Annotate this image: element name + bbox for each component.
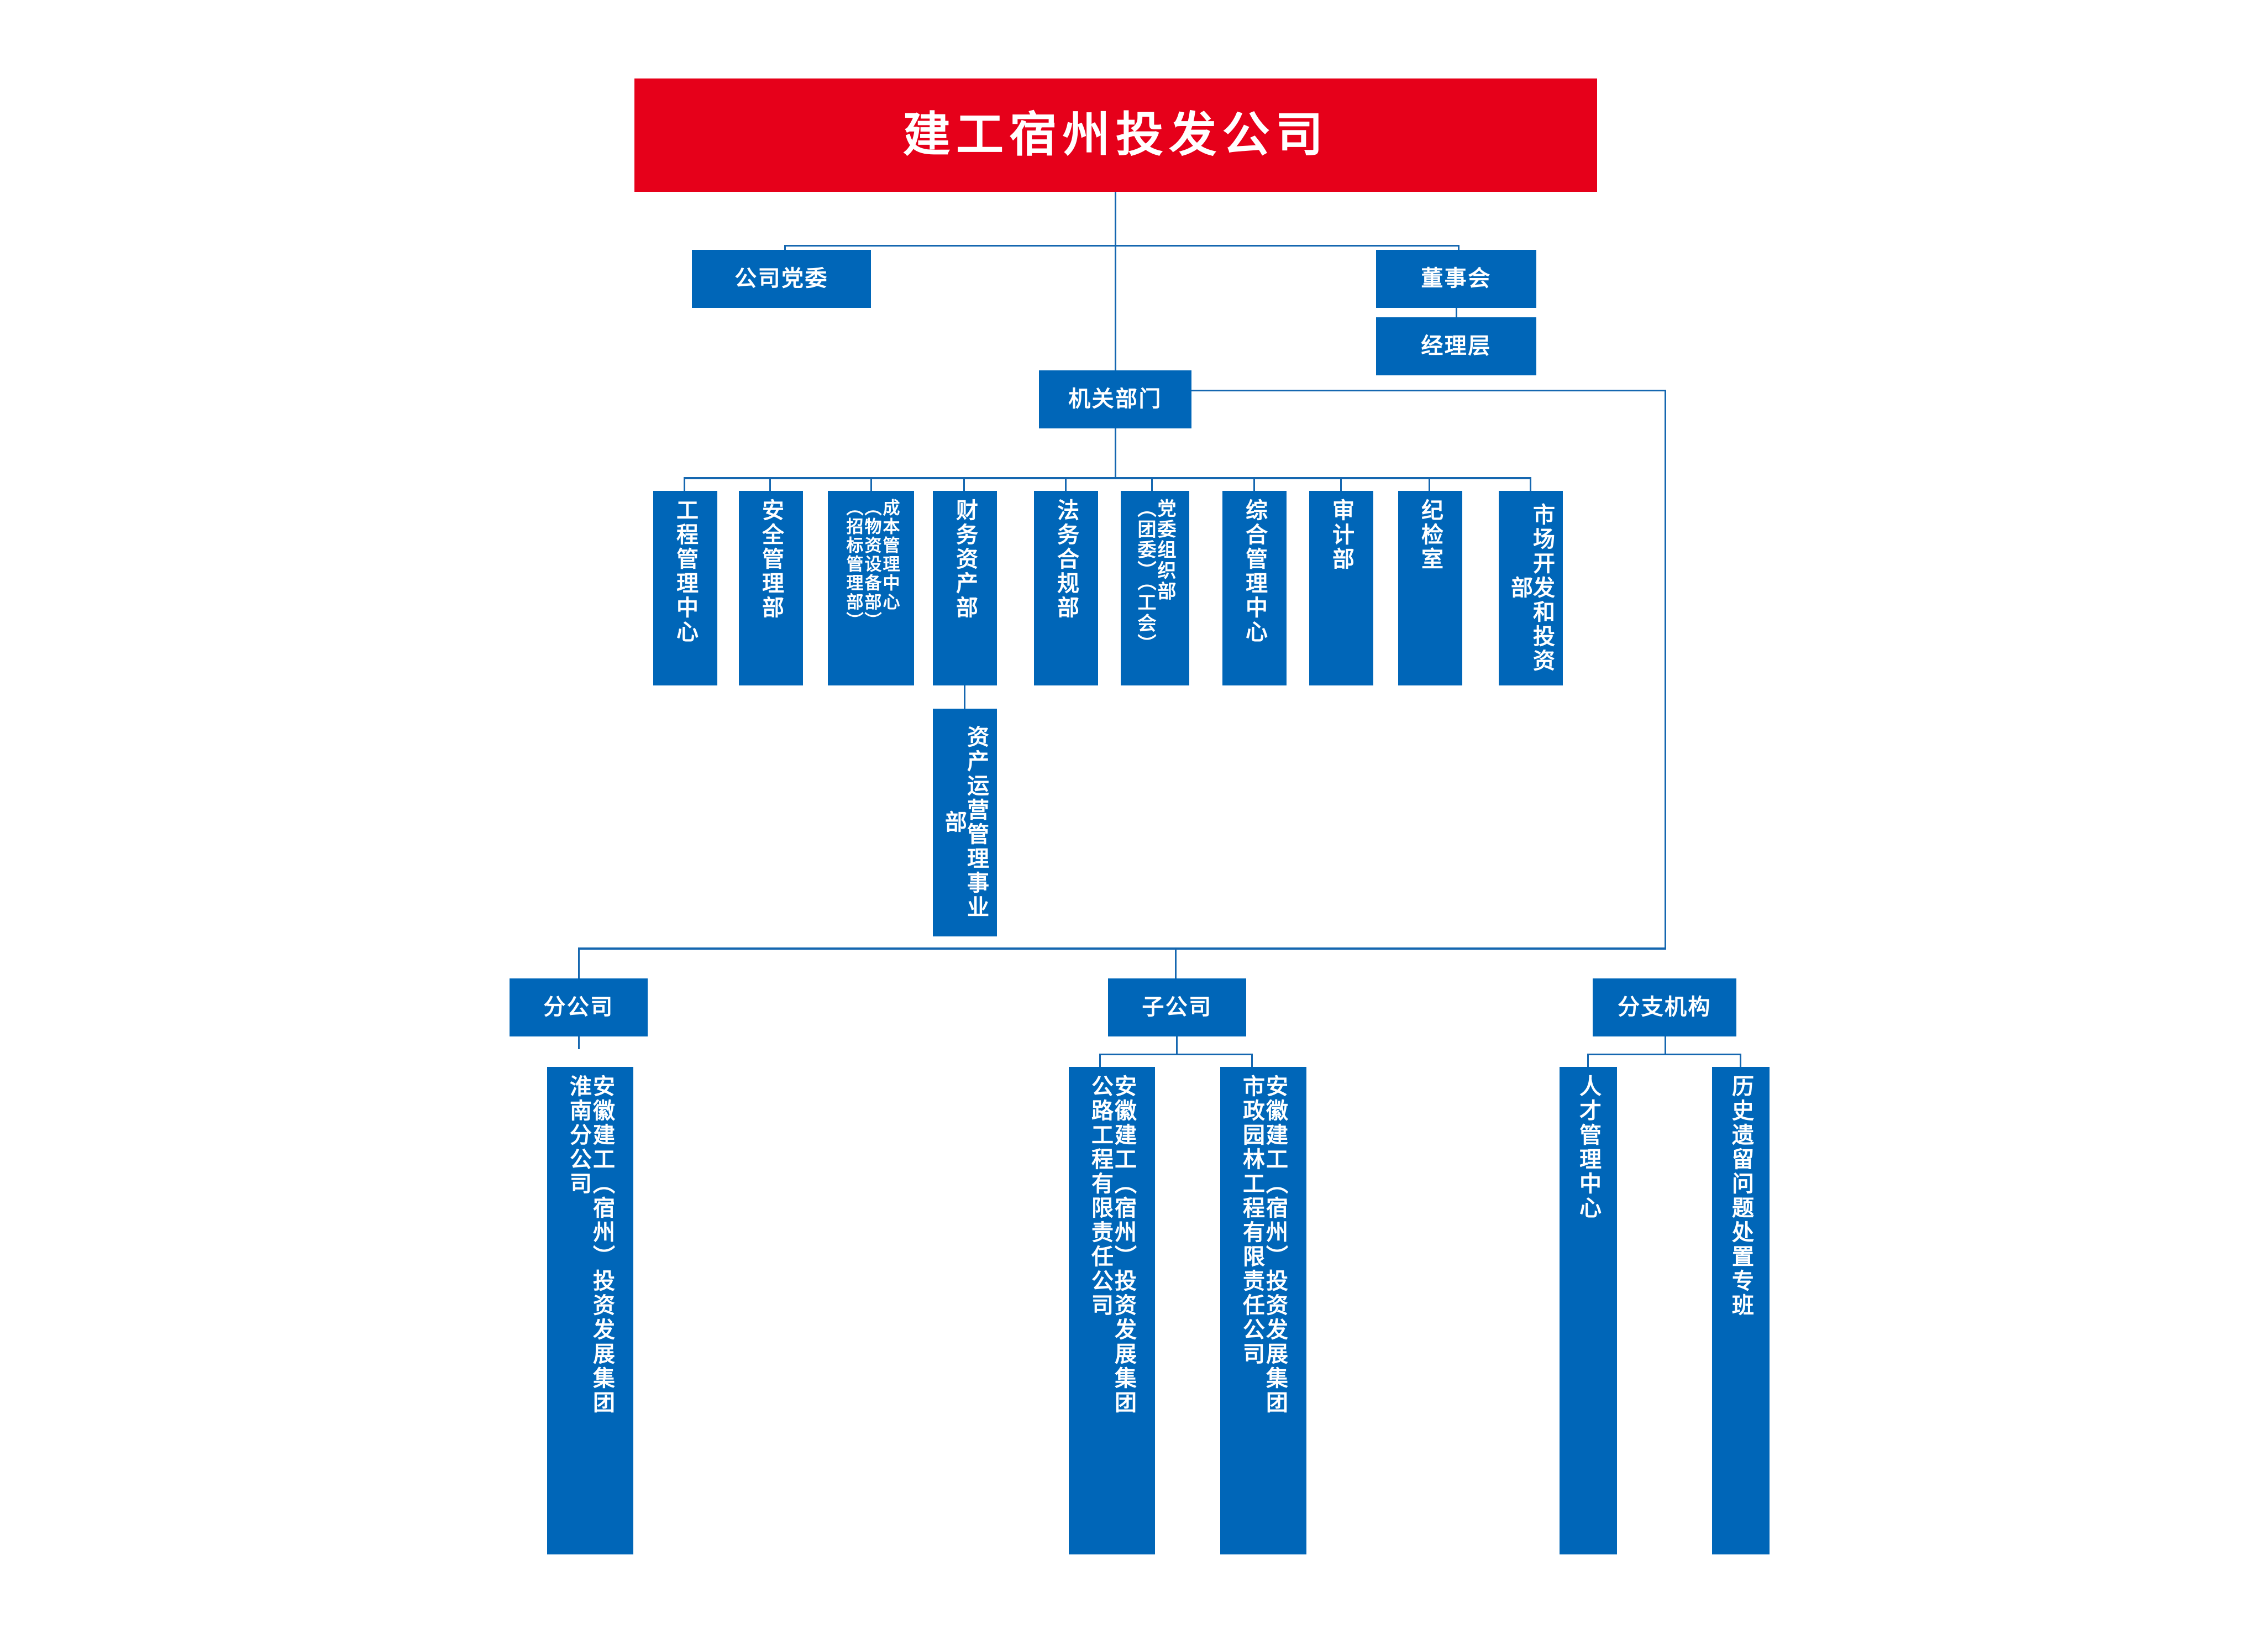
dept-label-line: 综合管理中心 (1242, 499, 1267, 645)
dept-label-line: 市场开发和投资部 (1507, 503, 1555, 673)
institution-box-talent-management-center[interactable]: 人才管理中心 (1560, 1067, 1617, 1554)
group-box-branch-companies[interactable]: 分公司 (510, 978, 648, 1036)
dept-box-finance-assets[interactable]: 财务资产部 (933, 491, 997, 685)
company-box-municipal-landscaping[interactable]: 安徽建工（宿州）投资发展集团 市政园林工程有限责任公司 (1220, 1067, 1306, 1554)
company-label-line: 淮南分公司 (566, 1075, 591, 1196)
group-box-branch-institutions[interactable]: 分支机构 (1593, 978, 1736, 1036)
dept-label-line: 纪检室 (1418, 499, 1443, 572)
connector-subsidiary-split-bus (1099, 1054, 1253, 1055)
institution-label-line: 人才管理中心 (1576, 1075, 1601, 1221)
node-head-office[interactable]: 机关部门 (1039, 370, 1191, 428)
node-board-of-directors[interactable]: 董事会 (1376, 250, 1536, 308)
dept-label-line: 成本管理中心 (879, 499, 900, 612)
connector-level2-bus (784, 245, 1460, 247)
connector-branch-group-stem (578, 1036, 580, 1049)
group-box-subsidiaries[interactable]: 子公司 (1108, 978, 1246, 1036)
connector-subsidiary-group-stem (1176, 1036, 1178, 1055)
connector-head-office-right (1191, 390, 1666, 391)
dept-label-line: 工程管理中心 (673, 499, 698, 645)
connector-bottom-bus (578, 947, 1666, 950)
connector-institution-split-bus (1587, 1054, 1741, 1055)
institution-label-line: 历史遗留问题处置专班 (1728, 1075, 1754, 1318)
dept-box-engineering-management-center[interactable]: 工程管理中心 (653, 491, 717, 685)
dept-label-line: 安全管理部 (758, 499, 784, 620)
node-party-committee[interactable]: 公司党委 (692, 250, 871, 308)
connector-institution-drop-2 (1740, 1054, 1741, 1070)
dept-box-discipline-inspection[interactable]: 纪检室 (1398, 491, 1462, 685)
dept-box-general-management-center[interactable]: 综合管理中心 (1222, 491, 1287, 685)
connector-departments-bus (684, 477, 1531, 479)
connector-finance-to-asset-operations (964, 685, 965, 712)
subdept-box-asset-operations-division[interactable]: 资产运营管理事业部 (933, 709, 997, 936)
dept-label-line: （物资设备部） (861, 499, 881, 631)
connector-right-spine (1665, 390, 1666, 949)
company-label-line: 安徽建工（宿州）投资发展集团 (1262, 1075, 1288, 1415)
dept-box-safety-management[interactable]: 安全管理部 (739, 491, 803, 685)
institution-box-legacy-issues-task-force[interactable]: 历史遗留问题处置专班 (1712, 1067, 1770, 1554)
dept-label-line: 审计部 (1329, 499, 1354, 572)
root-node-company[interactable]: 建工宿州投发公司 (634, 78, 1597, 192)
connector-subsidiary-drop-2 (1251, 1054, 1253, 1070)
company-box-highway-engineering[interactable]: 安徽建工（宿州）投资发展集团 公路工程有限责任公司 (1069, 1067, 1155, 1554)
company-label-line: 安徽建工（宿州）投资发展集团 (589, 1075, 615, 1415)
company-label-line: 市政园林工程有限责任公司 (1239, 1075, 1264, 1366)
company-label-line: 安徽建工（宿州）投资发展集团 (1111, 1075, 1136, 1415)
subdept-label-line: 资产运营管理事业部 (941, 725, 989, 920)
connector-bottom-drop-subsidiary (1175, 947, 1177, 982)
dept-box-market-development-investment[interactable]: 市场开发和投资部 (1499, 491, 1563, 685)
dept-box-legal-compliance[interactable]: 法务合规部 (1034, 491, 1098, 685)
connector-institution-group-stem (1665, 1036, 1666, 1055)
dept-box-cost-management-center[interactable]: 成本管理中心 （物资设备部） （招标管理部） (828, 491, 914, 685)
dept-box-party-organization[interactable]: 党委组织部 （团委）（工会） (1121, 491, 1189, 685)
company-box-huainan-branch[interactable]: 安徽建工（宿州）投资发展集团 淮南分公司 (547, 1067, 633, 1554)
dept-label-line: 法务合规部 (1053, 499, 1079, 620)
dept-box-audit[interactable]: 审计部 (1309, 491, 1373, 685)
connector-root-stem (1115, 192, 1116, 280)
connector-head-office-stem (1115, 428, 1116, 478)
dept-label-line: 党委组织部 (1154, 499, 1176, 602)
connector-subsidiary-drop-1 (1099, 1054, 1101, 1070)
dept-label-line: （团委）（工会） (1134, 499, 1156, 655)
connector-bottom-drop-branch (578, 947, 580, 982)
connector-institution-drop-1 (1587, 1054, 1589, 1070)
company-label-line: 公路工程有限责任公司 (1088, 1075, 1113, 1318)
dept-label-line: （招标管理部） (843, 499, 863, 631)
dept-label-line: 财务资产部 (952, 499, 978, 620)
connector-root-to-head-office (1115, 245, 1116, 376)
node-management-layer[interactable]: 经理层 (1376, 317, 1536, 375)
